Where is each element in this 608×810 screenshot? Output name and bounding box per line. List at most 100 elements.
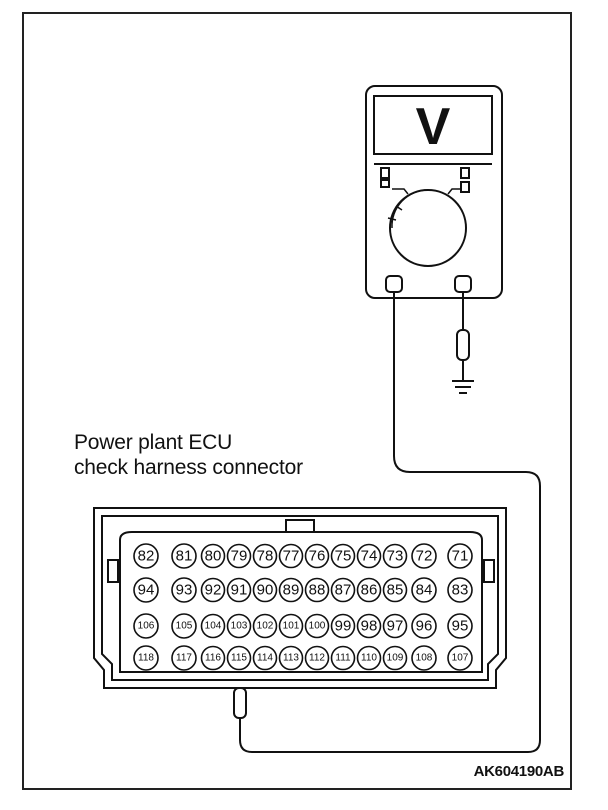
pin-108 — [411, 645, 437, 671]
pin-79 — [226, 543, 252, 569]
meter-display-symbol: V — [416, 98, 451, 156]
pin-label-85: 85 — [387, 582, 404, 599]
pin-113 — [278, 645, 304, 671]
pin-109 — [382, 645, 408, 671]
pin-label-118: 118 — [138, 653, 154, 664]
pin-label-98: 98 — [361, 618, 378, 635]
pin-80 — [200, 543, 226, 569]
pin-118 — [133, 645, 159, 671]
pin-label-75: 75 — [335, 548, 352, 565]
caption-line-2: check harness connector — [74, 456, 303, 479]
pin-103 — [226, 613, 252, 639]
pin-label-109: 109 — [387, 653, 404, 664]
pin-92 — [200, 577, 226, 603]
pin-106 — [133, 613, 159, 639]
pin-101 — [278, 613, 304, 639]
pin-label-95: 95 — [452, 618, 469, 635]
pin-label-84: 84 — [416, 582, 433, 599]
pin-95 — [447, 613, 473, 639]
pin-label-106: 106 — [138, 621, 155, 632]
pin-97 — [382, 613, 408, 639]
pin-label-93: 93 — [176, 582, 193, 599]
pin-93 — [171, 577, 197, 603]
pin-98 — [356, 613, 382, 639]
pin-84 — [411, 577, 437, 603]
pin-label-100: 100 — [309, 621, 326, 632]
diagram-frame — [22, 12, 572, 790]
pin-89 — [278, 577, 304, 603]
pin-112 — [304, 645, 330, 671]
pin-label-101: 101 — [283, 621, 300, 632]
pin-label-79: 79 — [231, 548, 248, 565]
pin-100 — [304, 613, 330, 639]
pin-114 — [252, 645, 278, 671]
pin-label-82: 82 — [138, 548, 155, 565]
pin-label-71: 71 — [452, 548, 469, 565]
pin-label-102: 102 — [257, 621, 274, 632]
pin-label-88: 88 — [309, 582, 326, 599]
pin-86 — [356, 577, 382, 603]
pin-label-94: 94 — [138, 582, 155, 599]
pin-label-114: 114 — [257, 653, 273, 664]
pin-87 — [330, 577, 356, 603]
pin-label-104: 104 — [205, 621, 222, 632]
pin-label-86: 86 — [361, 582, 378, 599]
pin-label-103: 103 — [231, 621, 248, 632]
pin-label-115: 115 — [231, 653, 247, 664]
pin-label-89: 89 — [283, 582, 300, 599]
pin-label-97: 97 — [387, 618, 404, 635]
pin-label-112: 112 — [309, 653, 325, 664]
pin-111 — [330, 645, 356, 671]
figure-id: AK604190AB — [473, 763, 565, 780]
pin-88 — [304, 577, 330, 603]
pin-label-110: 110 — [361, 653, 377, 664]
pin-85 — [382, 577, 408, 603]
pin-107 — [447, 645, 473, 671]
pin-label-108: 108 — [416, 653, 433, 664]
pin-77 — [278, 543, 304, 569]
pin-label-99: 99 — [335, 618, 352, 635]
pin-72 — [411, 543, 437, 569]
pin-label-91: 91 — [231, 582, 248, 599]
pin-label-87: 87 — [335, 582, 352, 599]
voltmeter-icon — [365, 85, 503, 299]
pin-99 — [330, 613, 356, 639]
caption-line-1: Power plant ECU — [74, 431, 233, 454]
pin-label-83: 83 — [452, 582, 469, 599]
pin-117 — [171, 645, 197, 671]
pin-115 — [226, 645, 252, 671]
pin-label-111: 111 — [335, 653, 351, 664]
pin-label-76: 76 — [309, 548, 326, 565]
pin-105 — [171, 613, 197, 639]
pin-76 — [304, 543, 330, 569]
ground-probe-icon — [456, 292, 470, 380]
pin-116 — [200, 645, 226, 671]
pin-90 — [252, 577, 278, 603]
pin-71 — [447, 543, 473, 569]
pin-78 — [252, 543, 278, 569]
pin-label-72: 72 — [416, 548, 433, 565]
pin-label-92: 92 — [205, 582, 222, 599]
pin-label-113: 113 — [283, 653, 299, 664]
pin-82 — [133, 543, 159, 569]
pin-label-107: 107 — [452, 653, 469, 664]
pin-104 — [200, 613, 226, 639]
pin-110 — [356, 645, 382, 671]
pin-label-96: 96 — [416, 618, 433, 635]
pin-label-77: 77 — [283, 548, 300, 565]
pin-73 — [382, 543, 408, 569]
pin-74 — [356, 543, 382, 569]
pin-label-90: 90 — [257, 582, 274, 599]
pin-label-74: 74 — [361, 548, 378, 565]
pin-75 — [330, 543, 356, 569]
pin-96 — [411, 613, 437, 639]
pin-label-80: 80 — [205, 548, 222, 565]
pin-102 — [252, 613, 278, 639]
pin-label-73: 73 — [387, 548, 404, 565]
pin-label-116: 116 — [205, 653, 221, 664]
pin-81 — [171, 543, 197, 569]
pin-label-78: 78 — [257, 548, 274, 565]
pin-label-117: 117 — [176, 653, 192, 664]
